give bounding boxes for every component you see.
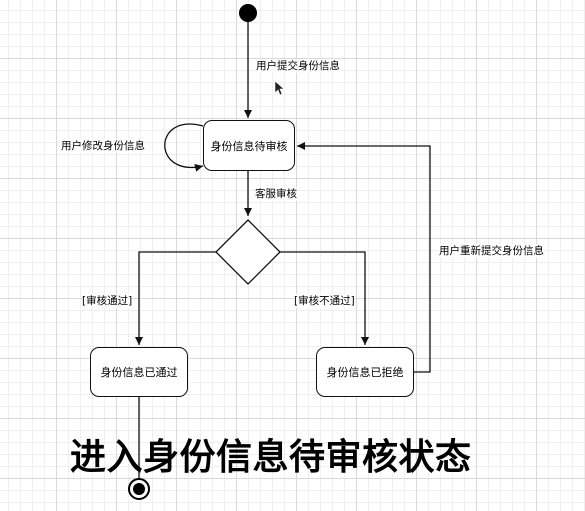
edge-resubmit-label: 用户重新提交身份信息 bbox=[439, 244, 544, 258]
guard-rejected-label: [审核不通过] bbox=[294, 294, 355, 308]
edge-rejected[interactable] bbox=[280, 251, 369, 345]
state-passed-label: 身份信息已通过 bbox=[100, 366, 178, 379]
edge-resubmit[interactable] bbox=[297, 142, 431, 373]
edge-approved[interactable] bbox=[135, 251, 216, 345]
mouse-cursor-icon bbox=[274, 80, 285, 96]
state-rejected-label: 身份信息已拒绝 bbox=[326, 366, 404, 379]
initial-node[interactable] bbox=[239, 4, 257, 22]
decision-node[interactable] bbox=[215, 219, 281, 285]
state-rejected[interactable]: 身份信息已拒绝 bbox=[316, 347, 414, 397]
edge-submit-label: 用户提交身份信息 bbox=[256, 59, 340, 73]
caption-text: 进入身份信息待审核状态 bbox=[70, 437, 472, 478]
edge-modify-label: 用户修改身份信息 bbox=[61, 139, 145, 153]
state-passed[interactable]: 身份信息已通过 bbox=[90, 347, 188, 397]
edge-review-label: 客服审核 bbox=[255, 187, 297, 201]
edge-modify-loop[interactable] bbox=[164, 123, 204, 172]
final-node-inner bbox=[133, 483, 145, 495]
guard-approved-label: [审核通过] bbox=[82, 294, 133, 308]
state-pending[interactable]: 身份信息待审核 bbox=[203, 120, 295, 171]
state-pending-label: 身份信息待审核 bbox=[210, 139, 288, 153]
